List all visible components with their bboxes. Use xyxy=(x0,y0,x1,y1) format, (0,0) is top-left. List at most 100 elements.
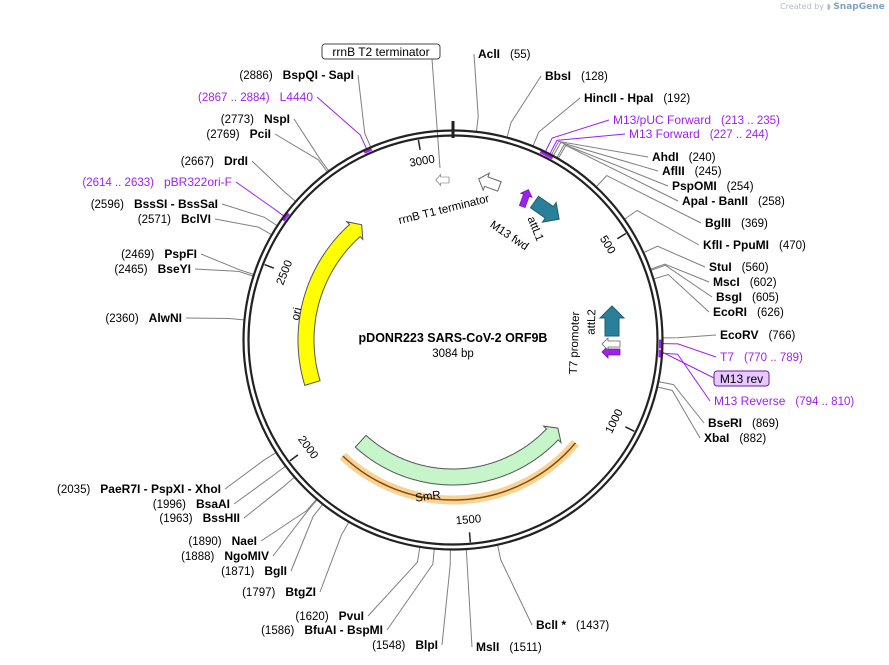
enzyme-leader-pvui xyxy=(367,547,421,617)
ruler-tick-label: 1000 xyxy=(604,407,626,435)
snapgene-product-text: SnapGene xyxy=(833,2,885,12)
feature-label-m13-fwd: M13 fwd xyxy=(488,219,531,253)
enzyme-name: NspI xyxy=(264,112,290,126)
enzyme-leader-acli xyxy=(473,53,479,132)
enzyme-position: (1871) xyxy=(221,566,254,578)
enzyme-leader-ecorv xyxy=(662,334,717,339)
enzyme-position: (1890) xyxy=(188,536,221,548)
enzyme-position: (1888) xyxy=(181,551,214,563)
enzyme-label-bbsi[interactable]: BbsI(128) xyxy=(545,69,608,83)
enzyme-position: (2596) xyxy=(91,199,124,211)
enzyme-label-btgzi[interactable]: (1797)BtgZI xyxy=(242,585,316,599)
enzyme-label-bsssi-bsssai[interactable]: (2596)BssSI - BssSaI xyxy=(91,197,218,211)
enzyme-name: PvuI xyxy=(339,609,364,623)
enzyme-label-kfli-ppumi[interactable]: KflI - PpuMI(470) xyxy=(703,238,806,252)
enzyme-label-pspomi[interactable]: PspOMI(254) xyxy=(672,179,754,193)
enzyme-label-ahdi[interactable]: AhdI(240) xyxy=(652,150,716,164)
enzyme-name: BtgZI xyxy=(285,585,316,599)
enzyme-label-bsgi[interactable]: BsgI(605) xyxy=(716,290,779,304)
enzyme-label-msci[interactable]: MscI(602) xyxy=(713,275,777,289)
feature-attl2-arrow[interactable] xyxy=(598,305,626,337)
enzyme-label-alwni[interactable]: (2360)AlwNI xyxy=(105,311,182,325)
enzyme-label-pvui[interactable]: (1620)PvuI xyxy=(295,609,364,623)
primer-range: (770 .. 789) xyxy=(744,352,803,364)
enzyme-label-nspi[interactable]: (2773)NspI xyxy=(221,112,290,126)
primer-range: (2867 .. 2884) xyxy=(198,92,270,104)
feature-attl1-arrow[interactable] xyxy=(528,192,566,229)
enzyme-leader-bspqi-sapi xyxy=(357,74,372,148)
enzyme-leader-ecori xyxy=(653,273,710,313)
enzyme-label-blpi[interactable]: (1548)BlpI xyxy=(372,638,438,652)
feature-m13-rev-arrow[interactable] xyxy=(601,345,621,359)
primer-label-m13-forward[interactable]: M13 Forward(227 .. 244) xyxy=(629,127,769,141)
enzyme-label-bgli[interactable]: (1871)BglI xyxy=(221,564,287,578)
enzyme-name: BbsI xyxy=(545,69,571,83)
primer-label-m13-reverse[interactable]: M13 Reverse(794 .. 810) xyxy=(714,394,854,408)
enzyme-label-acli[interactable]: AclI(55) xyxy=(478,47,531,61)
enzyme-label-bfuai-bspmi[interactable]: (1586)BfuAI - BspMI xyxy=(261,623,383,637)
enzyme-position: (2571) xyxy=(138,214,171,226)
enzyme-name: StuI xyxy=(709,260,732,274)
enzyme-label-naei[interactable]: (1890)NaeI xyxy=(188,534,257,548)
feature-t7-promoter-arrow[interactable] xyxy=(601,337,621,351)
enzyme-label-drdi[interactable]: (2667)DrdI xyxy=(181,154,248,168)
enzyme-leader-bsshii xyxy=(243,477,295,519)
enzyme-label-ecori[interactable]: EcoRI(626) xyxy=(713,305,784,319)
enzyme-label-stui[interactable]: StuI(560) xyxy=(709,260,769,274)
feature-m13-fwd-arrow[interactable] xyxy=(517,188,534,209)
enzyme-leader-bseyi xyxy=(194,268,254,277)
enzyme-position: (602) xyxy=(750,277,777,289)
leader-lines xyxy=(185,53,717,648)
feature-box-m13-rev[interactable] xyxy=(713,370,770,387)
enzyme-label-bglii[interactable]: BglII(369) xyxy=(705,216,768,230)
snapgene-branding: Created by ◗ SnapGene xyxy=(780,2,885,12)
enzyme-label-hincii-hpai[interactable]: HincII - HpaI(192) xyxy=(584,91,690,105)
enzyme-label-bcli[interactable]: BclI *(1437) xyxy=(536,618,609,632)
enzyme-label-msli[interactable]: MslI(1511) xyxy=(476,640,542,654)
enzyme-position: (2469) xyxy=(121,249,154,261)
enzyme-leader-xbai xyxy=(657,386,701,439)
primer-label-m13-puc-forward[interactable]: M13/pUC Forward(213 .. 235) xyxy=(613,113,780,127)
feature-smr-arrow[interactable] xyxy=(354,425,562,486)
ruler-tick-label: 2000 xyxy=(295,434,320,462)
enzyme-label-bspqi-sapi[interactable]: (2886)BspQI - SapI xyxy=(239,68,354,82)
enzyme-name: AclI xyxy=(478,47,500,61)
enzyme-label-pspfi[interactable]: (2469)PspFI xyxy=(121,247,197,261)
enzyme-leader-pspfi xyxy=(200,253,254,275)
enzyme-leader-bglii xyxy=(596,174,702,224)
enzyme-label-bseri[interactable]: BseRI(869) xyxy=(708,416,779,430)
enzyme-leader-msci xyxy=(650,263,710,283)
enzyme-label-apai-banii[interactable]: ApaI - BanII(258) xyxy=(682,194,785,208)
enzyme-label-ecorv[interactable]: EcoRV(766) xyxy=(720,328,795,342)
enzyme-leader-bsssi-bsssai xyxy=(221,203,278,226)
feature-rrnb-t1-terminator-glyph[interactable] xyxy=(476,170,503,194)
enzyme-leader-btgzi xyxy=(319,522,350,593)
primer-label-l4440[interactable]: (2867 .. 2884)L4440 xyxy=(198,90,313,104)
enzyme-label-pcii[interactable]: (2769)PciI xyxy=(206,127,271,141)
ruler-tick-label: 1500 xyxy=(455,513,482,527)
enzyme-name: NgoMIV xyxy=(224,549,269,563)
enzyme-label-bsshii[interactable]: (1963)BssHII xyxy=(159,511,240,525)
feature-box-rrnb-t2-terminator[interactable] xyxy=(321,43,441,60)
enzyme-position: (1437) xyxy=(576,620,609,632)
feature-rrnb-t2-terminator-glyph[interactable] xyxy=(435,173,450,187)
enzyme-label-paer7i-pspxi-xhoi[interactable]: (2035)PaeR7I - PspXI - XhoI xyxy=(57,482,221,496)
enzyme-label-xbai[interactable]: XbaI(882) xyxy=(704,431,766,445)
primer-label-pbr322ori-f[interactable]: (2614 .. 2633)pBR322ori-F xyxy=(82,175,232,189)
map-center: pDONR223 SARS-CoV-2 ORF9B 3084 bp xyxy=(359,331,548,360)
primer-range: (213 .. 235) xyxy=(721,115,780,127)
enzyme-name: PaeR7I - PspXI - XhoI xyxy=(100,482,221,496)
enzyme-label-ngomiv[interactable]: (1888) NgoMIV xyxy=(181,549,269,563)
enzyme-label-bsaai[interactable]: (1996)BsaAI xyxy=(153,497,230,511)
enzyme-label-bseyi[interactable]: (2465)BseYI xyxy=(114,262,191,276)
leader-rrnb-t2-terminator xyxy=(431,58,441,169)
enzyme-name: AflII xyxy=(662,164,685,178)
enzyme-position: (245) xyxy=(695,166,722,178)
feature-ori-arrow[interactable] xyxy=(297,220,364,387)
feature-label-attl2: attL2 xyxy=(586,309,599,335)
enzyme-label-aflii[interactable]: AflII (245) xyxy=(662,164,722,178)
enzyme-label-bclvi[interactable]: (2571)BclVI xyxy=(138,212,211,226)
created-by-text: Created by xyxy=(780,2,825,11)
primer-label-t7[interactable]: T7(770 .. 789) xyxy=(720,350,803,364)
